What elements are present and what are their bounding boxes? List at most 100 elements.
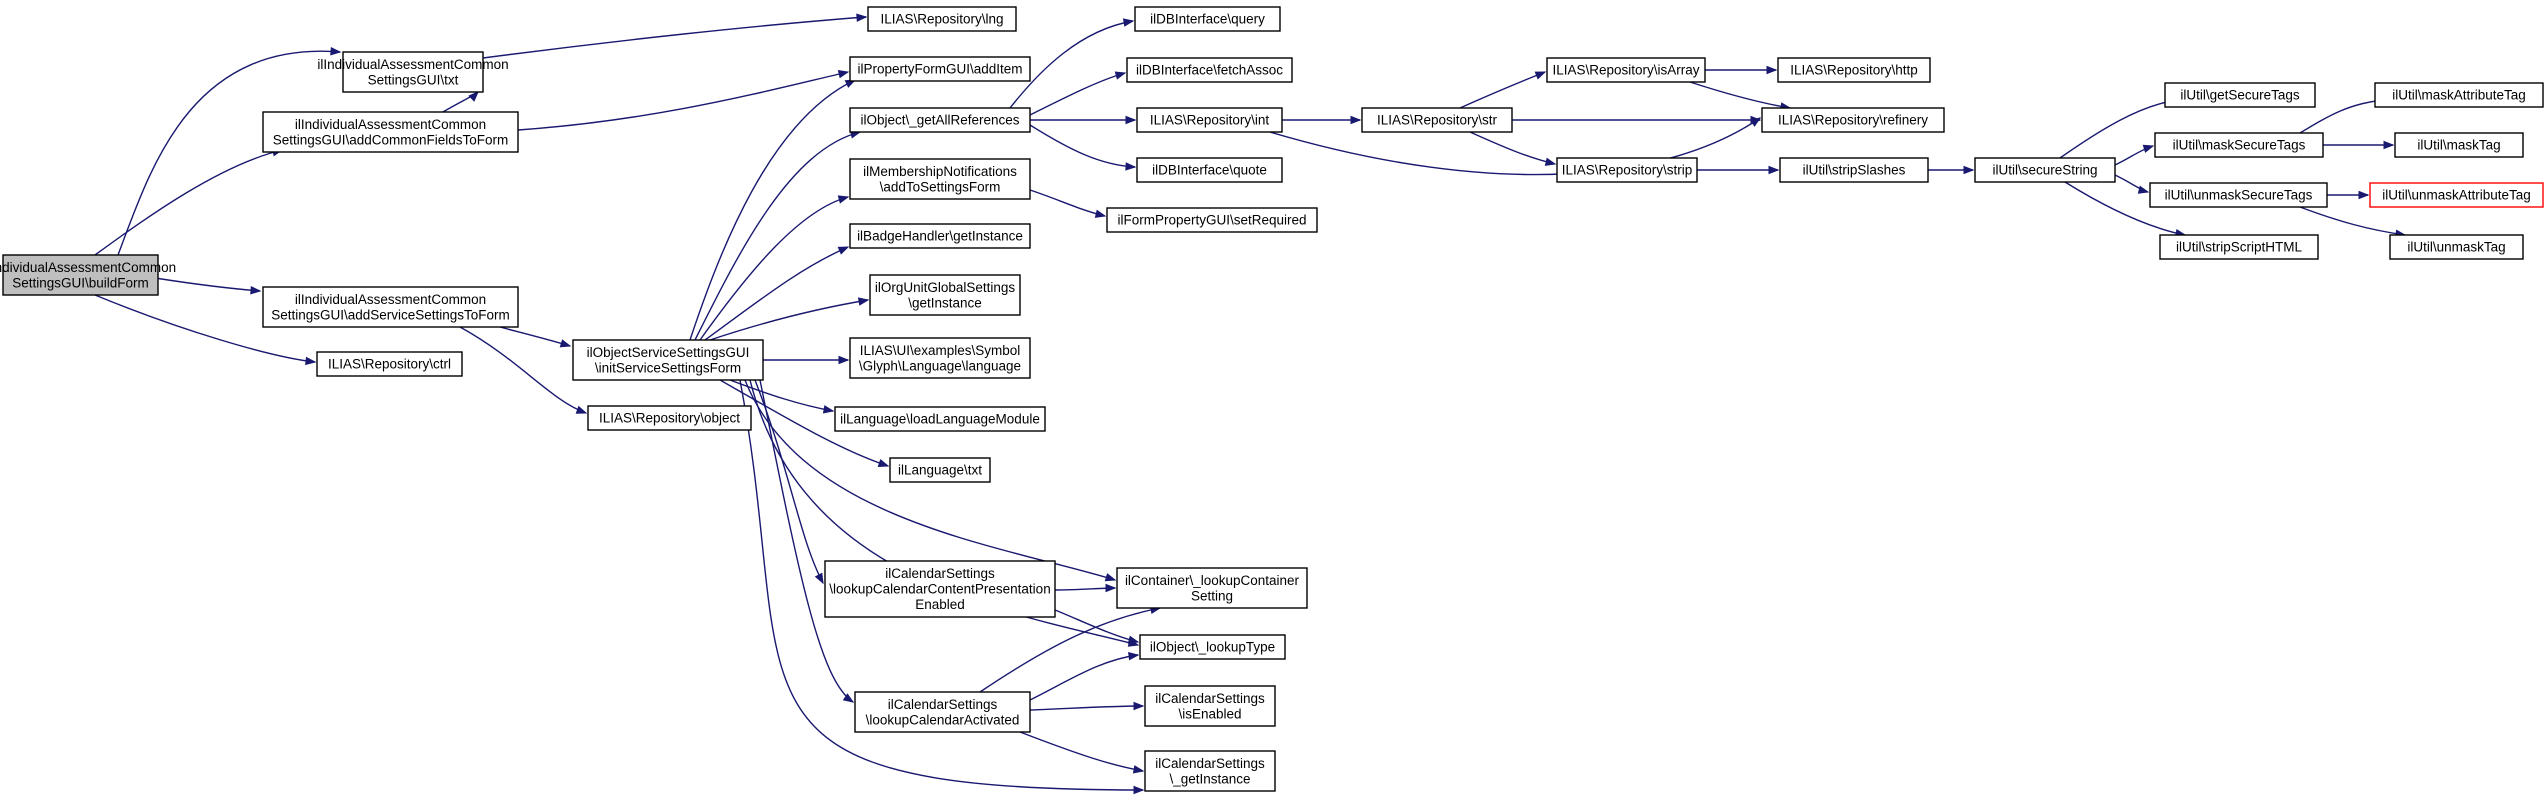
graph-node-repoRefinery[interactable]: ILIAS\Repository\refinery xyxy=(1761,107,1945,133)
call-edge-repoInt-to-repoStr xyxy=(1282,115,1362,125)
arrowhead xyxy=(1105,583,1117,593)
node-label-line: \initServiceSettingsForm xyxy=(595,360,741,375)
node-label-line: ilUtil\getSecureTags xyxy=(2180,88,2300,103)
graph-node-getAllRefs[interactable]: ilObject\_getAllReferences xyxy=(849,107,1031,133)
call-edge-getAllRefs-to-dbQuote xyxy=(1029,124,1137,171)
node-label-line: ILIAS\Repository\lng xyxy=(880,12,1003,27)
graph-node-membership[interactable]: ilMembershipNotifications\addToSettingsF… xyxy=(849,158,1031,200)
arrowhead xyxy=(856,13,868,22)
edge-line xyxy=(739,379,1144,791)
node-box xyxy=(2149,182,2328,208)
arrowhead xyxy=(1544,157,1557,166)
graph-node-objService[interactable]: ilObjectServiceSettingsGUI\initServiceSe… xyxy=(572,339,764,381)
call-edge-objService-to-glyph xyxy=(763,355,850,365)
graph-node-dbQuote[interactable]: ilDBInterface\quote xyxy=(1136,157,1283,183)
node-box xyxy=(889,457,991,483)
node-label-line: Setting xyxy=(1191,588,1233,603)
call-edge-calActivated-to-lookupType xyxy=(1029,652,1140,701)
graph-node-maskTag[interactable]: ilUtil\maskTag xyxy=(2394,132,2524,158)
graph-node-dbFetch[interactable]: ilDBInterface\fetchAssoc xyxy=(1126,57,1293,83)
call-edge-repoIsArray-to-repoHttp xyxy=(1705,65,1778,75)
node-box xyxy=(869,274,1021,316)
graph-node-commonTxt[interactable]: ilIndividualAssessmentCommonSettingsGUI\… xyxy=(317,51,509,93)
call-edge-root-to-commonTxt xyxy=(117,47,342,256)
call-edge-repoStr-to-repoIsArray xyxy=(1459,71,1547,109)
graph-node-calActivated[interactable]: ilCalendarSettings\lookupCalendarActivat… xyxy=(854,691,1031,733)
graph-node-calEnabled[interactable]: ilCalendarSettings\isEnabled xyxy=(1144,685,1276,727)
arrowhead xyxy=(1133,701,1145,711)
edge-line xyxy=(1469,131,1556,165)
node-box xyxy=(1779,157,1929,183)
graph-node-calContent[interactable]: ilCalendarSettings\lookupCalendarContent… xyxy=(824,560,1056,618)
graph-node-loadLang[interactable]: ilLanguage\loadLanguageModule xyxy=(834,406,1046,432)
graph-node-getSecureTags[interactable]: ilUtil\getSecureTags xyxy=(2164,82,2316,108)
graph-node-langTxt[interactable]: ilLanguage\txt xyxy=(889,457,991,483)
node-label-line: ilUtil\unmaskAttributeTag xyxy=(2382,188,2531,203)
call-edge-objService-to-langTxt xyxy=(719,379,890,468)
graph-node-root[interactable]: ilIndividualAssessmentCommonSettingsGUI\… xyxy=(0,254,176,296)
node-label-line: ilObject\_lookupType xyxy=(1150,640,1275,655)
arrowhead xyxy=(1128,652,1140,661)
node-box xyxy=(2164,82,2316,108)
graph-node-maskSecureTags[interactable]: ilUtil\maskSecureTags xyxy=(2154,132,2324,158)
graph-node-glyph[interactable]: ILIAS\UI\examples\Symbol\Glyph\Language\… xyxy=(849,337,1031,379)
graph-node-repoCtrl[interactable]: ILIAS\Repository\ctrl xyxy=(316,351,463,377)
graph-node-stripSlashes[interactable]: ilUtil\stripSlashes xyxy=(1779,157,1929,183)
node-label-line: SettingsGUI\addServiceSettingsToForm xyxy=(271,307,510,322)
graph-node-setRequired[interactable]: ilFormPropertyGUI\setRequired xyxy=(1106,207,1318,233)
node-box xyxy=(849,107,1031,133)
arrowhead xyxy=(305,356,317,366)
graph-node-addCommon[interactable]: ilIndividualAssessmentCommonSettingsGUI\… xyxy=(262,111,519,153)
node-label-line: ILIAS\Repository\str xyxy=(1377,113,1498,128)
graph-node-secureString[interactable]: ilUtil\secureString xyxy=(1974,157,2116,183)
graph-node-repoLng[interactable]: ILIAS\Repository\lng xyxy=(867,6,1017,32)
arrowhead xyxy=(1094,209,1107,218)
graph-node-unmaskSecureTags[interactable]: ilUtil\unmaskSecureTags xyxy=(2149,182,2328,208)
graph-node-stripScript[interactable]: ilUtil\stripScriptHTML xyxy=(2159,234,2319,260)
edge-line xyxy=(1054,609,1139,643)
graph-node-repoStr[interactable]: ILIAS\Repository\str xyxy=(1361,107,1513,133)
graph-node-addService[interactable]: ilIndividualAssessmentCommonSettingsGUI\… xyxy=(262,286,519,328)
arrowhead xyxy=(1125,162,1137,171)
graph-node-unmaskTag[interactable]: ilUtil\unmaskTag xyxy=(2389,234,2524,260)
arrowhead xyxy=(837,195,850,204)
arrowhead xyxy=(1104,573,1117,582)
call-edge-commonTxt-to-repoLng xyxy=(482,13,868,59)
graph-node-addItem[interactable]: ilPropertyFormGUI\addItem xyxy=(849,56,1031,82)
graph-node-repoStrip[interactable]: ILIAS\Repository\strip xyxy=(1556,157,1698,183)
graph-node-repoIsArray[interactable]: ILIAS\Repository\isArray xyxy=(1546,57,1706,83)
edge-line xyxy=(709,299,869,341)
node-box xyxy=(1974,157,2116,183)
call-edge-objService-to-calContent xyxy=(754,379,824,585)
graph-node-badge[interactable]: ilBadgeHandler\getInstance xyxy=(849,223,1031,249)
node-box xyxy=(867,6,1017,32)
graph-node-lookupType[interactable]: ilObject\_lookupType xyxy=(1139,634,1286,660)
call-edge-objService-to-membership xyxy=(699,195,850,341)
node-label-line: ilObjectServiceSettingsGUI xyxy=(587,345,750,360)
node-label-line: SettingsGUI\addCommonFieldsToForm xyxy=(273,132,509,147)
graph-node-orgUnit[interactable]: ilOrgUnitGlobalSettings\getInstance xyxy=(869,274,1021,316)
node-box xyxy=(1556,157,1698,183)
node-label-line: ilUtil\maskTag xyxy=(2417,138,2500,153)
node-label-line: ILIAS\Repository\refinery xyxy=(1778,113,1928,128)
graph-node-repoInt[interactable]: ILIAS\Repository\int xyxy=(1136,107,1283,133)
graph-node-repoHttp[interactable]: ILIAS\Repository\http xyxy=(1777,57,1931,83)
arrowhead xyxy=(330,47,342,56)
node-box xyxy=(1139,634,1286,660)
edge-line xyxy=(1689,81,1791,109)
edge-line xyxy=(1029,189,1106,217)
edge-line xyxy=(1029,654,1139,701)
arrowhead xyxy=(837,246,850,255)
node-box xyxy=(2154,132,2324,158)
edge-line xyxy=(1029,124,1136,168)
node-box xyxy=(849,337,1031,379)
graph-node-unmaskAttrTag[interactable]: ilUtil\unmaskAttributeTag xyxy=(2369,182,2544,208)
graph-node-repoObject[interactable]: ILIAS\Repository\object xyxy=(587,405,752,431)
graph-node-calInstance[interactable]: ilCalendarSettings\_getInstance xyxy=(1144,750,1276,792)
graph-node-maskAttrTag[interactable]: ilUtil\maskAttributeTag xyxy=(2374,82,2544,108)
node-label-line: ilUtil\stripScriptHTML xyxy=(2176,240,2303,255)
arrowhead xyxy=(2358,190,2370,200)
graph-node-dbQuery[interactable]: ilDBInterface\query xyxy=(1134,6,1281,32)
arrowhead xyxy=(1132,765,1145,774)
